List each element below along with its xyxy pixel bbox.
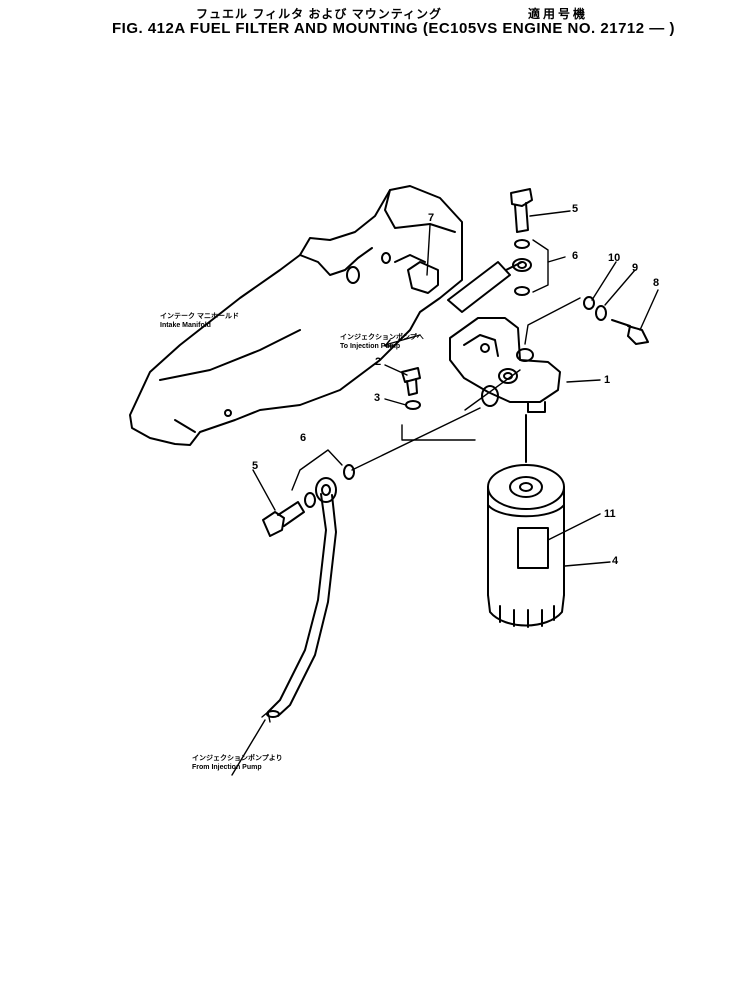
callout-11: 11: [604, 508, 616, 520]
filter-head-bracket: [449, 317, 561, 413]
washer-3: [405, 400, 421, 410]
banjo-bolt-top: [510, 188, 533, 233]
intake-manifold-label: Intake Manifold: [160, 322, 211, 329]
intake-manifold-label-jp: インテーク マニホールド: [160, 313, 239, 320]
to-injection-pump-label: To Injection Pump: [340, 343, 401, 350]
callout-9: 9: [632, 262, 639, 274]
callout-8: 8: [653, 277, 660, 289]
diagram-title: FIG. 412A FUEL FILTER AND MOUNTING (EC10…: [112, 20, 675, 37]
callout-6-top: 6: [572, 250, 579, 262]
washer-10: [583, 296, 595, 310]
from-injection-pump-label-jp: インジェクションポンプより: [192, 755, 283, 762]
fuel-filter-cartridge: [487, 464, 565, 628]
callout-5-lower: 5: [252, 460, 259, 472]
callout-1: 1: [604, 374, 611, 386]
diagram-title-japanese: フュエル フィルタ および マウンティング: [196, 7, 443, 21]
applicability-label-japanese: 適用号機: [528, 7, 589, 21]
to-injection-pump-label-jp: インジェクションポンプへ: [340, 334, 424, 341]
callout-4: 4: [612, 555, 619, 567]
callout-2: 2: [375, 356, 382, 368]
washers-top: [512, 239, 532, 296]
callout-3: 3: [374, 392, 381, 404]
callout-10: 10: [608, 252, 621, 264]
fuel-line-from-pump: [266, 464, 355, 718]
banjo-bolt-lower: [262, 501, 305, 537]
intake-manifold: [129, 185, 463, 446]
leader-lines: [231, 210, 659, 776]
bolt-8: [611, 319, 649, 345]
callout-7: 7: [428, 212, 435, 224]
bolt-2: [401, 367, 421, 396]
fuel-line-to-pump: [447, 261, 523, 313]
callout-6-lower: 6: [300, 432, 307, 444]
from-injection-pump-label: From Injection Pump: [192, 764, 262, 771]
washer-9: [595, 305, 607, 321]
callout-5-top: 5: [572, 203, 579, 215]
